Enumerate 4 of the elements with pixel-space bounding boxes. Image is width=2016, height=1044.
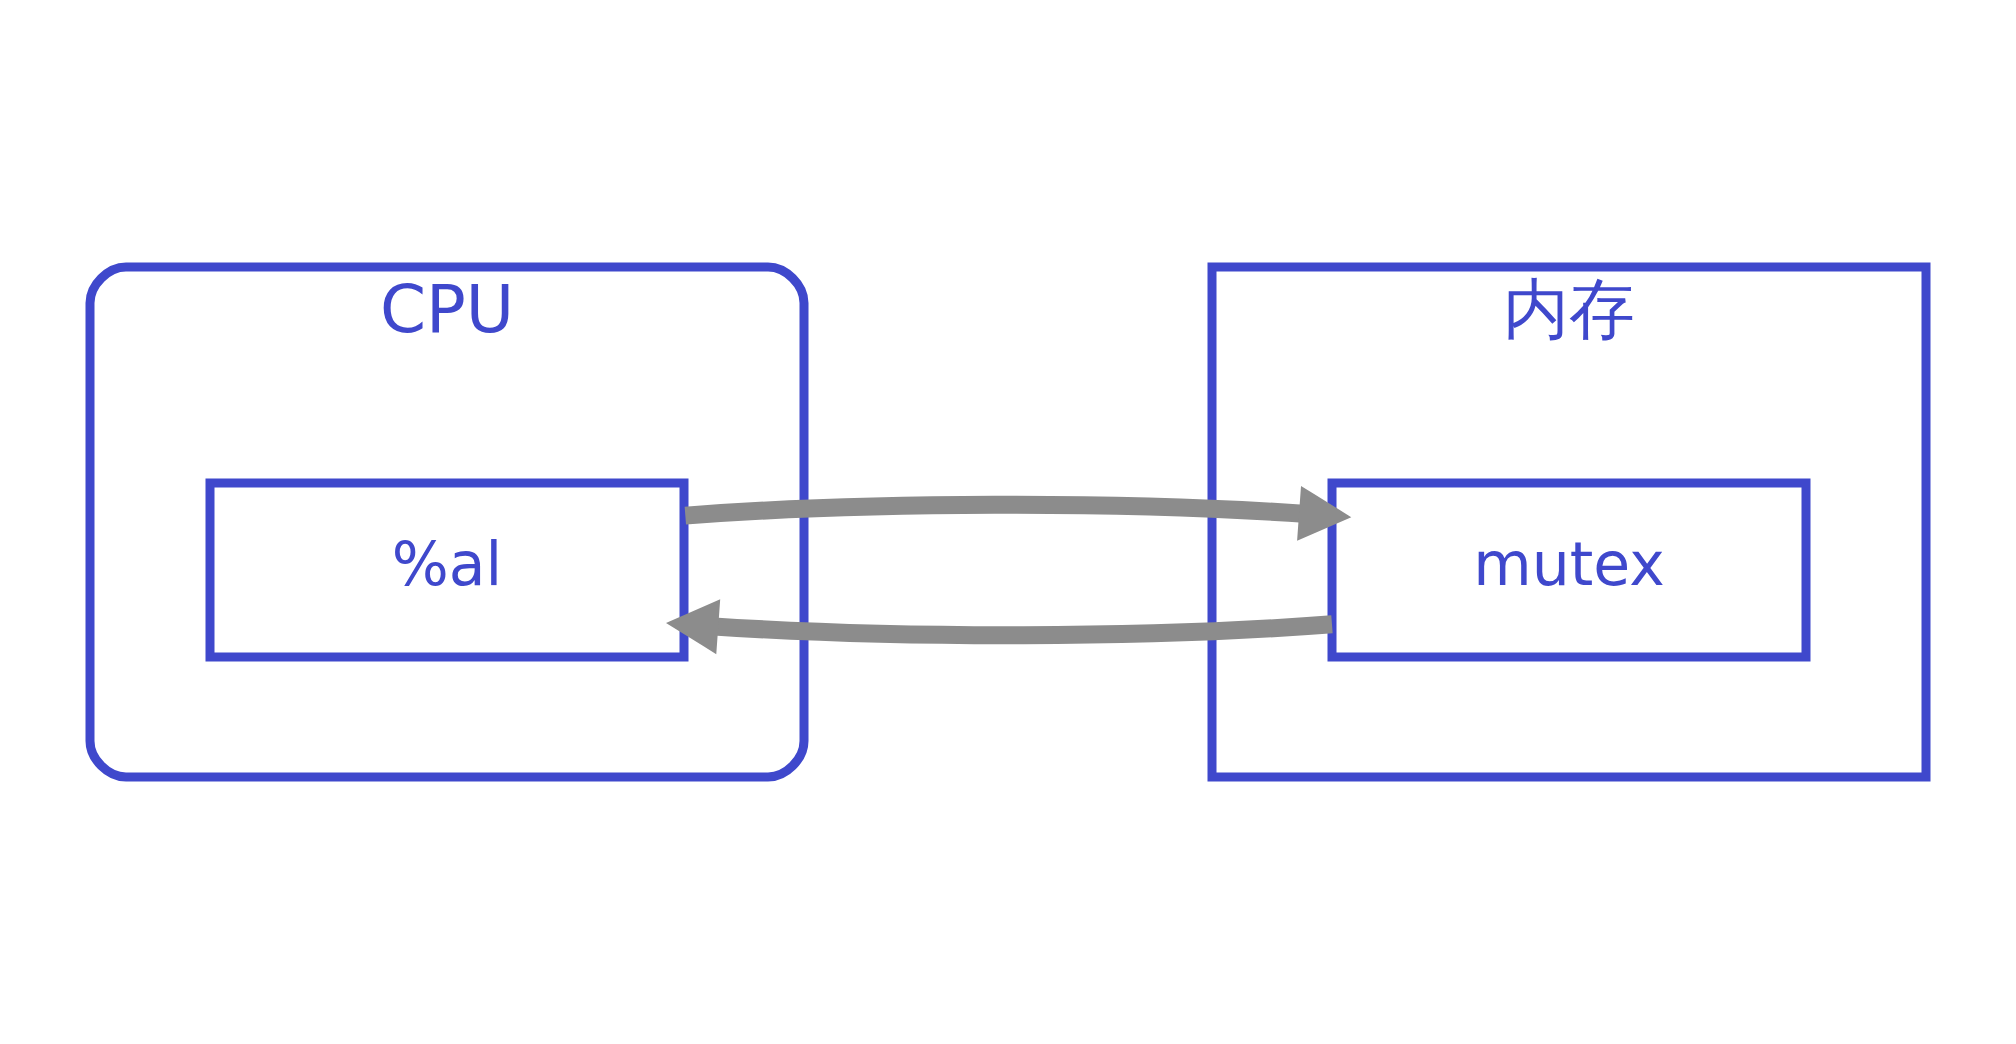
arrow [684,485,1352,541]
node-box: %al [205,478,689,662]
node-box: mutex [1327,478,1811,662]
arrow [666,599,1333,655]
